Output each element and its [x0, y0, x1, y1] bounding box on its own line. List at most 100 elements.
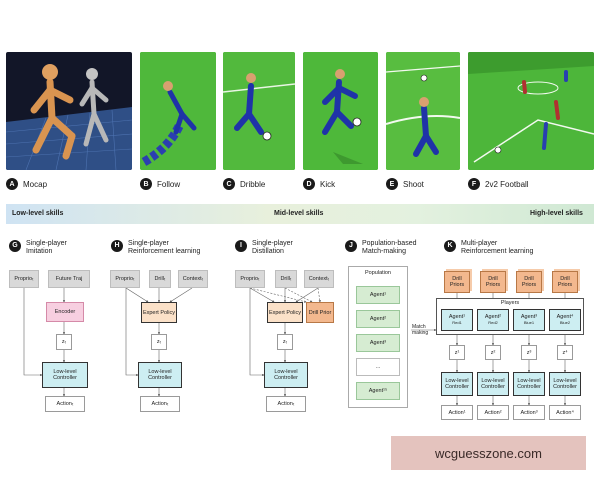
section-title: Single-player: [26, 240, 67, 247]
panel-kick: [303, 52, 378, 170]
k-drill-prior-4: Drill Priors: [552, 271, 578, 293]
section-title: Single-player: [128, 240, 169, 247]
i-drill-box: Drillₜ: [275, 270, 297, 288]
i-proprio-box: Proprioₜ: [235, 270, 265, 288]
g-action-box: Actionₜ: [45, 396, 85, 412]
section-title: Single-player: [252, 240, 293, 247]
g-proprio-box: Proprioₜ: [9, 270, 39, 288]
g-encoder-box: Encoder: [46, 302, 84, 322]
g-latent-box: zₜ: [56, 334, 72, 350]
i-drill-prior-box: Drill Prior: [306, 302, 334, 323]
section-subtitle: Match-making: [362, 248, 406, 255]
k-players-label: Players: [500, 300, 520, 306]
k-agent-team: Blue2: [559, 320, 571, 325]
k-agent-team: Red2: [488, 320, 498, 325]
k-latent-4: z⁴: [557, 345, 573, 360]
section-subtitle: Reinforcement learning: [461, 248, 534, 255]
h-expert-policy-box: Expert Policy: [141, 302, 177, 323]
caption-a: A Mocap: [6, 178, 47, 190]
dribble-illustration: [223, 52, 295, 170]
caption-label: Shoot: [403, 179, 424, 189]
mocap-illustration: [6, 64, 132, 170]
caption-label: 2v2 Football: [485, 179, 529, 189]
watermark: wcguesszone.com: [391, 436, 586, 470]
k-agent-name: Agent²: [484, 314, 502, 320]
caption-label: Follow: [157, 179, 181, 189]
i-context-box: Contextₜ: [304, 270, 334, 288]
badge-b: B: [140, 178, 152, 190]
k-match-making-label: Match making: [412, 324, 429, 336]
panel-shoot: [386, 52, 460, 170]
high-level-label: High-level skills: [530, 210, 583, 217]
h-controller-box: Low-level Controller: [138, 362, 182, 388]
k-controller-2: Low-level Controller: [477, 372, 509, 396]
k-latent-2: z²: [485, 345, 501, 360]
k-controller-3: Low-level Controller: [513, 372, 545, 396]
caption-b: B Follow: [140, 178, 180, 190]
shoot-illustration: [386, 52, 460, 170]
caption-f: F 2v2 Football: [468, 178, 529, 190]
k-action-4: Action⁴: [549, 405, 581, 420]
h-latent-box: zₜ: [151, 334, 167, 350]
k-agent-name: Agent⁴: [556, 314, 574, 320]
section-subtitle: Distillation: [252, 248, 284, 255]
caption-label: Mocap: [23, 179, 48, 189]
mid-level-label: Mid-level skills: [274, 210, 324, 217]
k-agent-name: Agent¹: [448, 314, 466, 320]
panel-follow: [140, 52, 216, 170]
k-drill-prior-1: Drill Priors: [444, 271, 470, 293]
k-action-1: Action¹: [441, 405, 473, 420]
section-subtitle: Reinforcement learning: [128, 248, 201, 255]
k-controller-1: Low-level Controller: [441, 372, 473, 396]
badge-f: F: [468, 178, 480, 190]
j-agent-3: Agent³: [356, 334, 400, 352]
j-agent-1: Agent¹: [356, 286, 400, 304]
i-controller-box: Low-level Controller: [264, 362, 308, 388]
low-level-label: Low-level skills: [12, 210, 64, 217]
j-agent-2: Agent²: [356, 310, 400, 328]
section-subtitle: Imitation: [26, 248, 53, 255]
football-illustration: [468, 52, 594, 170]
panel-2v2-football: [468, 52, 594, 170]
k-drill-prior-3: Drill Priors: [516, 271, 542, 293]
badge-k: K: [444, 240, 456, 252]
k-action-3: Action³: [513, 405, 545, 420]
kick-illustration: [303, 52, 378, 170]
i-latent-box: zₜ: [277, 334, 293, 350]
k-latent-3: z³: [521, 345, 537, 360]
panel-dribble: [223, 52, 295, 170]
j-population-label: Population: [365, 270, 391, 276]
k-latent-1: z¹: [449, 345, 465, 360]
k-agent-team: Red1: [452, 320, 462, 325]
badge-h: H: [111, 240, 123, 252]
caption-label: Kick: [320, 179, 336, 189]
follow-illustration: [140, 52, 216, 170]
k-agent-name: Agent³: [520, 314, 538, 320]
k-controller-4: Low-level Controller: [549, 372, 581, 396]
badge-g: G: [9, 240, 21, 252]
caption-label: Dribble: [240, 179, 266, 189]
panel-mocap: [6, 52, 132, 170]
j-agent-ellipsis: ...: [356, 358, 400, 376]
badge-a: A: [6, 178, 18, 190]
caption-d: D Kick: [303, 178, 335, 190]
section-title: Population-based: [362, 240, 417, 247]
section-title: Multi-player: [461, 240, 498, 247]
h-drill-box: Drillₜ: [149, 270, 171, 288]
badge-d: D: [303, 178, 315, 190]
badge-e: E: [386, 178, 398, 190]
k-drill-prior-2: Drill Priors: [480, 271, 506, 293]
h-action-box: Actionₜ: [140, 396, 180, 412]
badge-j: J: [345, 240, 357, 252]
i-action-box: Actionₜ: [266, 396, 306, 412]
